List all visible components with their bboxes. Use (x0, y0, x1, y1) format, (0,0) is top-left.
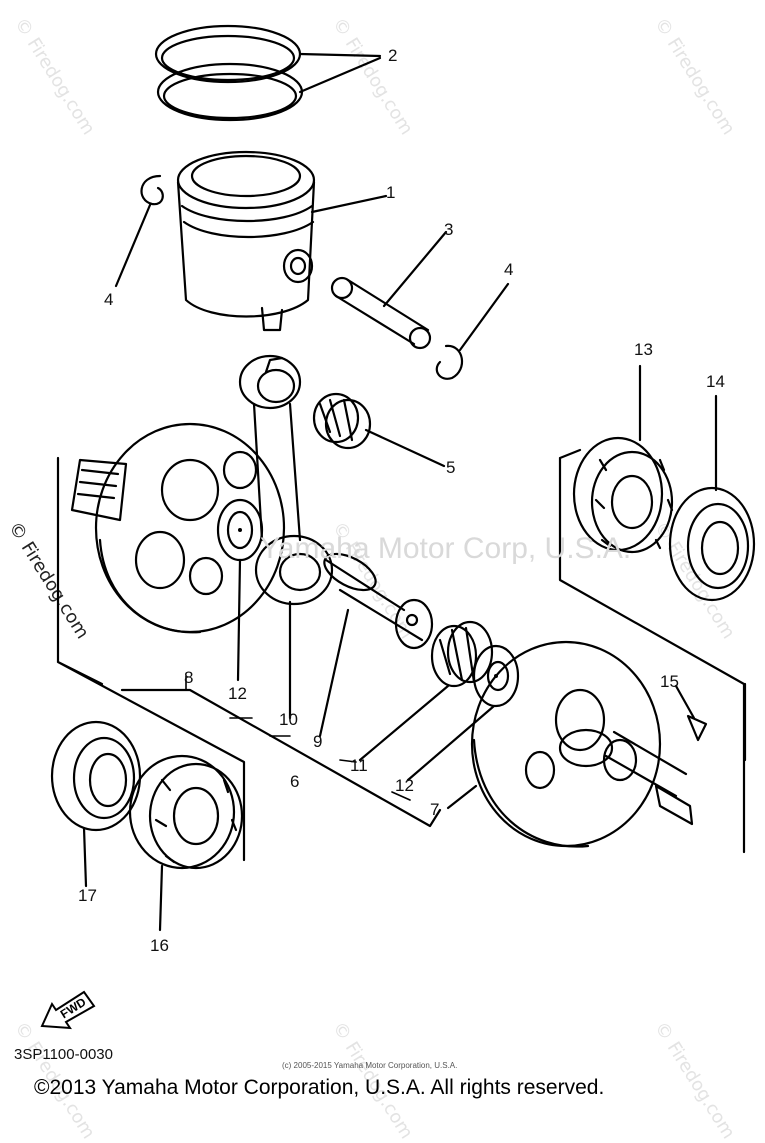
crank-pin[interactable] (319, 546, 434, 650)
part-label-6[interactable]: 6 (290, 772, 300, 791)
part-label-4-right[interactable]: 4 (504, 260, 514, 279)
part-label-8[interactable]: 8 (184, 668, 194, 687)
big-end-bearing[interactable] (430, 620, 494, 688)
assembly-outline (56, 448, 747, 862)
part-label-7[interactable]: 7 (430, 800, 440, 819)
crank-wheel-left[interactable] (70, 422, 286, 634)
circlip-left[interactable] (140, 174, 164, 206)
part-label-12-right[interactable]: 12 (395, 776, 414, 795)
part-label-14[interactable]: 14 (706, 372, 725, 391)
part-label-17[interactable]: 17 (78, 886, 97, 905)
part-label-9[interactable]: 9 (313, 732, 323, 751)
crankshaft-piston-diagram (50, 24, 756, 932)
part-label-13[interactable]: 13 (634, 340, 653, 359)
footer-copyright: ©2013 Yamaha Motor Corporation, U.S.A. A… (34, 1076, 605, 1099)
part-label-1[interactable]: 1 (386, 183, 396, 202)
diagram-code: 3SP1100-0030 (14, 1046, 113, 1063)
crank-bearing-16[interactable] (128, 754, 244, 870)
oil-seal-17[interactable] (50, 720, 142, 832)
small-end-bearing[interactable] (312, 392, 372, 450)
oil-seal-14[interactable] (668, 486, 756, 602)
part-label-16[interactable]: 16 (150, 936, 169, 955)
crank-wheel-right[interactable] (470, 640, 694, 848)
part-label-4-left[interactable]: 4 (104, 290, 114, 309)
woodruff-key[interactable] (686, 714, 708, 742)
small-copyright: (c) 2005-2015 Yamaha Motor Corporation, … (282, 1061, 458, 1070)
crank-bearing-13[interactable] (572, 436, 674, 554)
part-label-11[interactable]: 11 (350, 756, 368, 775)
part-label-3[interactable]: 3 (444, 220, 454, 239)
connecting-rod[interactable] (238, 354, 334, 606)
piston-rings[interactable] (154, 24, 304, 122)
forward-arrow-icon: FWD (40, 990, 96, 1030)
part-label-10[interactable]: 10 (279, 710, 298, 729)
circlip-right[interactable] (435, 344, 463, 380)
crank-washer-right[interactable] (472, 644, 520, 708)
part-label-15[interactable]: 15 (660, 672, 679, 691)
watermark-yamaha: Yamaha Motor Corp, U.S.A. (260, 532, 632, 565)
piston-pin[interactable] (330, 276, 432, 350)
piston[interactable] (176, 150, 316, 332)
part-label-2[interactable]: 2 (388, 46, 398, 65)
part-label-12-left[interactable]: 12 (228, 684, 247, 703)
part-label-5[interactable]: 5 (446, 458, 456, 477)
